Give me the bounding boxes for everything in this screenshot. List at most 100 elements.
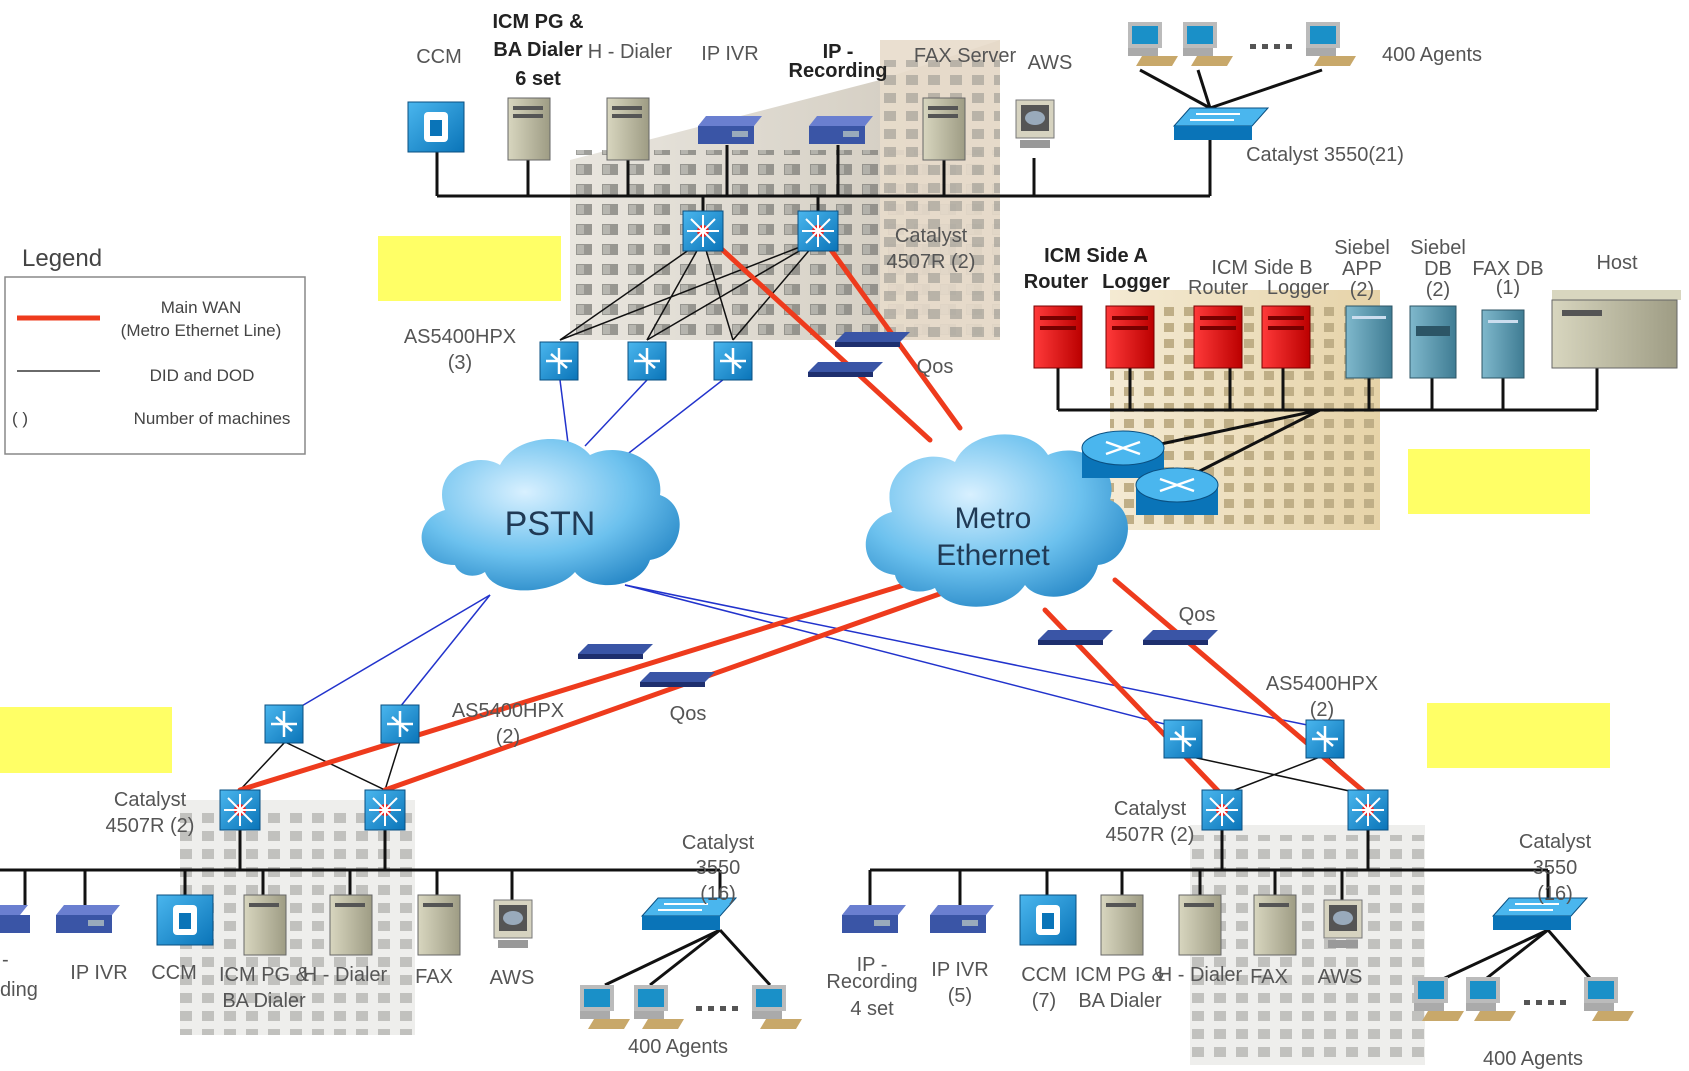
catalyst-3550-right-label-1: Catalyst <box>1519 831 1592 853</box>
icm-b-logger-server-icon <box>1261 305 1311 369</box>
legend-box <box>4 276 306 455</box>
icm-a-router-label: Router <box>1024 271 1089 293</box>
icm-pg-server-icon <box>1100 894 1144 956</box>
agent-pc-icon <box>580 985 630 1029</box>
right-site-labels: Qos AS5400HPX (2) Catalyst 4507R (2) Cat… <box>826 604 1591 1070</box>
pstn-label: PSTN <box>505 505 596 543</box>
fax-left-label: FAX <box>415 966 453 988</box>
catalyst-4507r-right-label-1: Catalyst <box>1114 798 1187 820</box>
ip-recording-right-label-2: Recording <box>826 971 917 993</box>
ip-ivr-appliance-icon <box>698 116 762 144</box>
qos-right-label: Qos <box>1179 604 1216 626</box>
qos-device-group <box>578 332 1218 687</box>
fax-server-icon <box>922 97 966 161</box>
catalyst-4507r-left-label-1: Catalyst <box>114 789 187 811</box>
fax-server-label: FAX Server <box>914 45 1017 67</box>
icm-pg-label-3: 6 set <box>515 68 561 90</box>
top-building <box>570 40 1000 340</box>
core-switch-icon <box>364 789 406 831</box>
voice-gateway-icon <box>539 341 579 381</box>
icm-a-logger-server-icon <box>1105 305 1155 369</box>
core-switch-icon <box>682 210 724 252</box>
voice-gateway-icon <box>1305 719 1345 759</box>
icm-pg-left-label-2: BA Dialer <box>222 990 306 1012</box>
as5400-left-label-2: (2) <box>496 726 520 748</box>
ip-ivr-appliance-icon <box>930 905 994 933</box>
voice-gateway-icon <box>627 341 667 381</box>
agent-pc-icon <box>752 985 802 1029</box>
top-lan-bus <box>435 68 1323 215</box>
h-dialer-right-label: H - Dialer <box>1158 964 1243 986</box>
ip-recording-left-label-1: - <box>2 949 9 971</box>
ip-recording-appliance-icon <box>0 905 30 933</box>
ccm-server-icon <box>1019 894 1077 946</box>
as5400-left-label-1: AS5400HPX <box>452 700 564 722</box>
left-site-devices <box>0 894 802 1029</box>
icm-a-router-server-icon <box>1033 305 1083 369</box>
voice-gateway-icon <box>713 341 753 381</box>
agent-pc-icon <box>1183 22 1233 66</box>
right-lan-bus <box>868 830 1598 987</box>
catalyst-3550-label: Catalyst 3550(21) <box>1246 144 1404 166</box>
icm-b-label: ICM Side B <box>1211 257 1312 279</box>
icm-a-logger-label: Logger <box>1102 271 1170 293</box>
catalyst-4507r-label-2: 4507R (2) <box>887 251 976 273</box>
fax-right-label: FAX <box>1250 966 1288 988</box>
agents-left-label: 400 Agents <box>628 1036 728 1058</box>
agent-pc-icon <box>1128 22 1178 66</box>
as5400-gateways <box>264 341 1345 759</box>
legend-paren: ( ) <box>12 409 28 428</box>
agents-right-label: 400 Agents <box>1483 1048 1583 1070</box>
icm-pg-server-icon <box>243 894 287 956</box>
ccm-label: CCM <box>416 46 462 68</box>
ip-recording-label-1: IP - <box>823 41 854 63</box>
qos-device <box>808 362 883 377</box>
icm-a-label: ICM Side A <box>1044 245 1148 267</box>
core-switch-icon <box>1201 789 1243 831</box>
legend-did-dod: DID and DOD <box>150 366 255 385</box>
voice-gateway-icon <box>264 704 304 744</box>
highlight-box <box>1408 449 1590 514</box>
siebel-app-server-icon <box>1345 305 1393 379</box>
ip-recording-left-label-2: ding <box>0 979 38 1001</box>
catalyst-4507r-left-label-2: 4507R (2) <box>106 815 195 837</box>
qos-device <box>1038 630 1113 645</box>
legend-num-machines: Number of machines <box>134 409 291 428</box>
access-switch-icon <box>1491 897 1589 930</box>
ip-ivr-left-label: IP IVR <box>70 962 127 984</box>
agent-pc-icon <box>1466 977 1516 1021</box>
aws-workstation-icon <box>1323 899 1363 948</box>
ip-recording-right-label-1: IP - <box>857 954 888 976</box>
siebel-db-label-3: (2) <box>1426 279 1450 301</box>
left-building <box>180 800 415 1035</box>
qos-left-label: Qos <box>670 703 707 725</box>
catalyst-3550-right-label-3: (16) <box>1537 883 1573 905</box>
icm-pg-server-icon <box>507 97 551 161</box>
siebel-app-label-2: APP <box>1342 258 1382 280</box>
catalyst-3550-right-label-2: 3550 <box>1533 857 1578 879</box>
fax-db-server-icon <box>1481 309 1525 379</box>
siebel-db-server-icon <box>1409 305 1457 379</box>
ccm-left-label: CCM <box>151 962 197 984</box>
legend-main-wan: Main WAN <box>161 298 242 317</box>
qos-label: Qos <box>917 356 954 378</box>
ellipsis-dots <box>1524 1000 1566 1005</box>
icm-pg-label-2: BA Dialer <box>493 39 583 61</box>
qos-device <box>640 672 715 687</box>
agents-label: 400 Agents <box>1382 44 1482 66</box>
voice-gateway-icon <box>380 704 420 744</box>
icm-pg-right-label-2: BA Dialer <box>1078 990 1162 1012</box>
aws-right-label: AWS <box>1318 966 1363 988</box>
ip-ivr-appliance-icon <box>56 905 120 933</box>
fax-db-label-1: FAX DB <box>1472 258 1543 280</box>
highlight-box <box>1427 703 1610 768</box>
h-dialer-server-icon <box>329 894 373 956</box>
ip-ivr-label: IP IVR <box>701 43 758 65</box>
catalyst-3550-switches <box>640 107 1589 930</box>
voice-gateway-icon <box>1163 719 1203 759</box>
ip-ivr-right-label-1: IP IVR <box>931 959 988 981</box>
top-site-devices <box>407 22 1356 161</box>
router-icon <box>1135 467 1219 515</box>
agent-pc-icon <box>1584 977 1634 1021</box>
